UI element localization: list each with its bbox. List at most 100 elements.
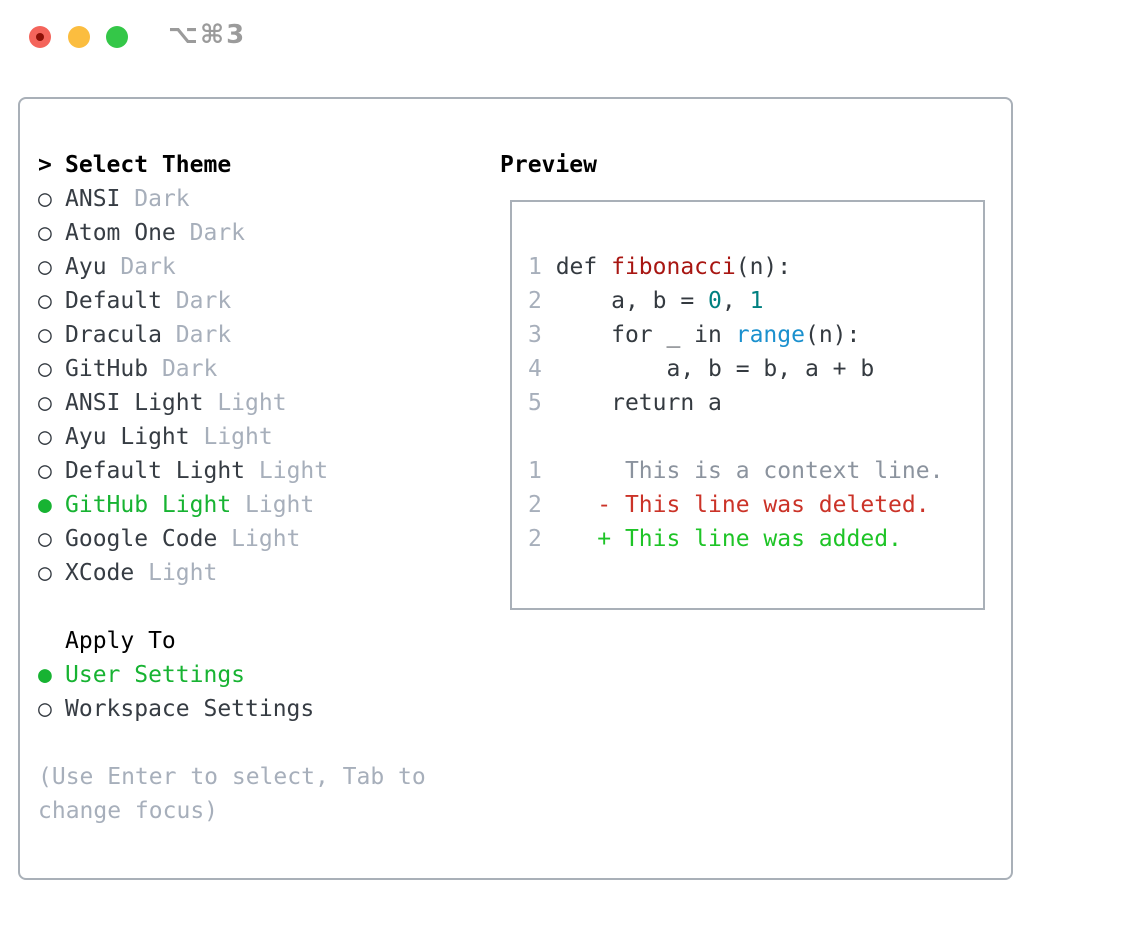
theme-option-xcode[interactable]: ○XCode Light: [38, 556, 426, 590]
theme-option-default[interactable]: ○ Default Dark: [38, 284, 426, 318]
code-line: 2 a, b = 0, 1: [528, 284, 975, 318]
theme-option-ansi-light[interactable]: ○ ANSI Light Light: [38, 386, 426, 420]
theme-name: Ayu Light: [65, 424, 204, 450]
keyboard-shortcut-label: ⌥⌘3: [168, 20, 247, 50]
apply-option-workspace-settings[interactable]: ○ Workspace Settings: [38, 692, 426, 726]
theme-option-github[interactable]: ○ GitHub Dark: [38, 352, 426, 386]
radio-unselected-icon: ○: [38, 458, 52, 484]
apply-option-label: User Settings: [65, 662, 246, 688]
theme-variant-label: Dark: [175, 322, 232, 348]
code-token: def: [555, 254, 612, 280]
theme-variant-label: Dark: [189, 220, 246, 246]
theme-variant-label: Light: [148, 560, 218, 586]
theme-name: Default Light: [65, 458, 259, 484]
apply-to-header: Apply To: [38, 624, 426, 658]
radio-selected-icon: ●: [38, 492, 52, 518]
theme-option-atom-one[interactable]: ○ Atom One Dark: [38, 216, 426, 250]
code-line: 5 return a: [528, 386, 975, 420]
theme-option-dracula[interactable]: ○ Dracula Dark: [38, 318, 426, 352]
line-number: 1: [528, 254, 556, 280]
code-token: (n):: [735, 254, 792, 280]
code-token: 0: [708, 288, 722, 314]
code-line: 3 for _ in range(n):: [528, 318, 975, 352]
radio-unselected-icon: ○: [38, 696, 52, 722]
theme-option-ayu[interactable]: ○Ayu Dark: [38, 250, 426, 284]
theme-name: Ayu: [65, 254, 121, 280]
radio-unselected-icon: ○: [38, 390, 52, 416]
theme-option-google-code[interactable]: ○Google Code Light: [38, 522, 426, 556]
line-number: 2: [528, 288, 556, 314]
theme-name: XCode: [65, 560, 149, 586]
theme-variant-label: Light: [245, 492, 315, 518]
radio-unselected-icon: ○: [38, 356, 52, 382]
apply-option-user-settings[interactable]: ● User Settings: [38, 658, 426, 692]
select-theme-title: Select Theme: [65, 152, 232, 178]
hint-line-1: (Use Enter to select, Tab to: [38, 764, 426, 790]
prompt-indicator-icon: >: [38, 152, 52, 178]
theme-name: Dracula: [65, 322, 176, 348]
theme-name: ANSI Light: [65, 390, 218, 416]
theme-variant-label: Light: [258, 458, 329, 484]
apply-to-list: ● User Settings ○ Workspace Settings: [38, 658, 426, 726]
diff-context-line: 1 This is a context line.: [528, 454, 975, 488]
code-token: 1: [749, 288, 764, 314]
line-number: 3: [528, 322, 556, 348]
code-token: a, b =: [555, 288, 709, 314]
theme-variant-label: Dark: [161, 356, 218, 382]
theme-variant-label: Dark: [134, 186, 190, 212]
select-theme-header: > Select Theme: [38, 148, 426, 182]
code-token: ,: [721, 288, 750, 314]
theme-variant-label: Dark: [120, 254, 176, 280]
radio-unselected-icon: ○: [38, 220, 52, 246]
theme-variant-label: Light: [231, 526, 301, 552]
code-line: 1 def fibonacci(n):: [528, 250, 975, 284]
line-number: 2: [528, 526, 556, 552]
code-token: (n):: [804, 322, 861, 348]
theme-list: ○ANSI Dark○Atom One Dark○Ayu Dark○Defaul…: [38, 182, 426, 590]
apply-option-label: Workspace Settings: [65, 696, 315, 722]
code-token: - This line was deleted.: [555, 492, 930, 518]
hint-line-2: change focus): [38, 798, 219, 824]
line-number: 1: [528, 458, 556, 484]
code-token: for _ in: [555, 322, 736, 348]
close-button[interactable]: [29, 26, 51, 48]
theme-name: Default: [65, 288, 176, 314]
zoom-button[interactable]: [106, 26, 128, 48]
theme-variant-label: Light: [217, 390, 287, 416]
line-number: 4: [528, 356, 556, 382]
theme-option-ansi[interactable]: ○ ANSI Dark: [38, 182, 426, 216]
spacer: [38, 590, 426, 624]
code-token: return a: [555, 390, 722, 416]
apply-to-title: Apply To: [65, 628, 176, 654]
radio-unselected-icon: ○: [38, 322, 52, 348]
theme-name: GitHub: [65, 356, 162, 382]
code-line: 4 a, b = b, a + b: [528, 352, 975, 386]
theme-name: Atom One: [65, 220, 190, 246]
blank-line: [528, 420, 975, 454]
theme-variant-label: Light: [203, 424, 273, 450]
theme-option-github-light[interactable]: ●GitHub Light Light: [38, 488, 426, 522]
window-titlebar: ⌥⌘3: [0, 0, 1140, 70]
code-token: fibonacci: [611, 254, 736, 280]
radio-unselected-icon: ○: [38, 186, 52, 212]
code-token: range: [735, 322, 805, 348]
theme-name: Google Code: [65, 526, 232, 552]
theme-name: ANSI: [65, 186, 135, 212]
code-token: + This line was added.: [555, 526, 902, 552]
theme-picker-panel: >Select Theme ○ANSI Dark○Atom One Dark○A…: [18, 97, 1013, 880]
close-dot-icon: [36, 33, 44, 41]
hint-text: (Use Enter to select, Tab to change focu…: [38, 760, 426, 828]
radio-unselected-icon: ○: [38, 288, 52, 314]
theme-option-ayu-light[interactable]: ○Ayu Light Light: [38, 420, 426, 454]
line-number: 2: [528, 492, 556, 518]
spacer: [38, 726, 426, 760]
theme-option-default-light[interactable]: ○ Default Light Light: [38, 454, 426, 488]
code-token: This is a context line.: [555, 458, 944, 484]
minimize-button[interactable]: [68, 26, 90, 48]
diff-added-line: 2 + This line was added.: [528, 522, 975, 556]
theme-variant-label: Dark: [175, 288, 232, 314]
radio-selected-icon: ●: [38, 662, 52, 688]
